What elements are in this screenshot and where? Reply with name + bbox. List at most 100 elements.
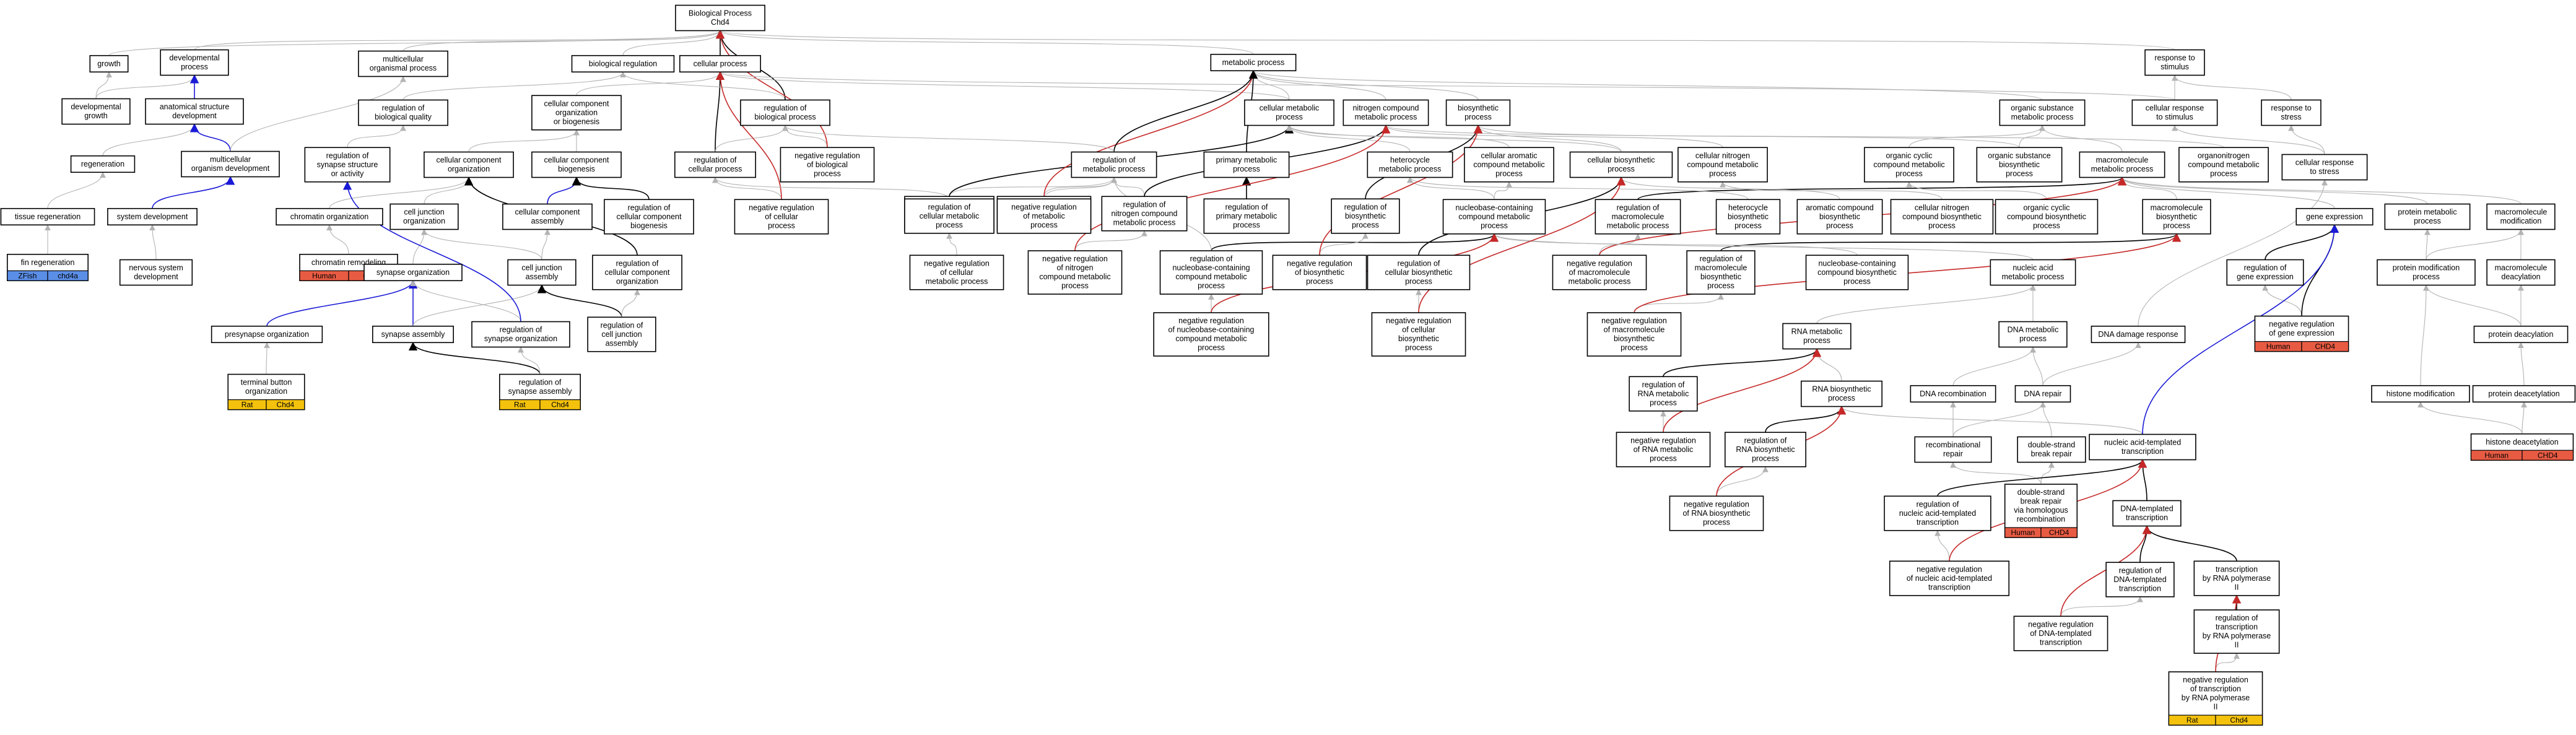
go-term-protdeacet[interactable]: protein deacetylation	[2472, 385, 2576, 403]
go-term-regmacrobiosyn[interactable]: regulation ofmacromoleculebiosyntheticpr…	[1686, 250, 1756, 295]
go-term-bioreg[interactable]: biological regulation	[571, 54, 675, 73]
go-term-chromorg[interactable]: chromatin organization	[276, 207, 383, 226]
go-term-geneexpr[interactable]: gene expression	[2295, 207, 2374, 226]
go-term-dnadamage[interactable]: DNA damage response	[2091, 325, 2186, 344]
go-term-metproc[interactable]: metabolic process	[1210, 53, 1297, 72]
go-term-cellproc[interactable]: cellular process	[679, 54, 762, 73]
go-term-dnarepair[interactable]: DNA repair	[2014, 385, 2071, 403]
go-term-tissuereg[interactable]: tissue regeneration	[0, 207, 95, 226]
go-term-regeneration[interactable]: regeneration	[70, 155, 136, 173]
go-term-synorg[interactable]: synapse organization	[363, 263, 463, 282]
go-term-dnarecomb[interactable]: DNA recombination	[1910, 385, 1996, 403]
go-term-presynorg[interactable]: presynapse organization	[211, 325, 323, 344]
go-term-growth[interactable]: growth	[89, 54, 129, 73]
